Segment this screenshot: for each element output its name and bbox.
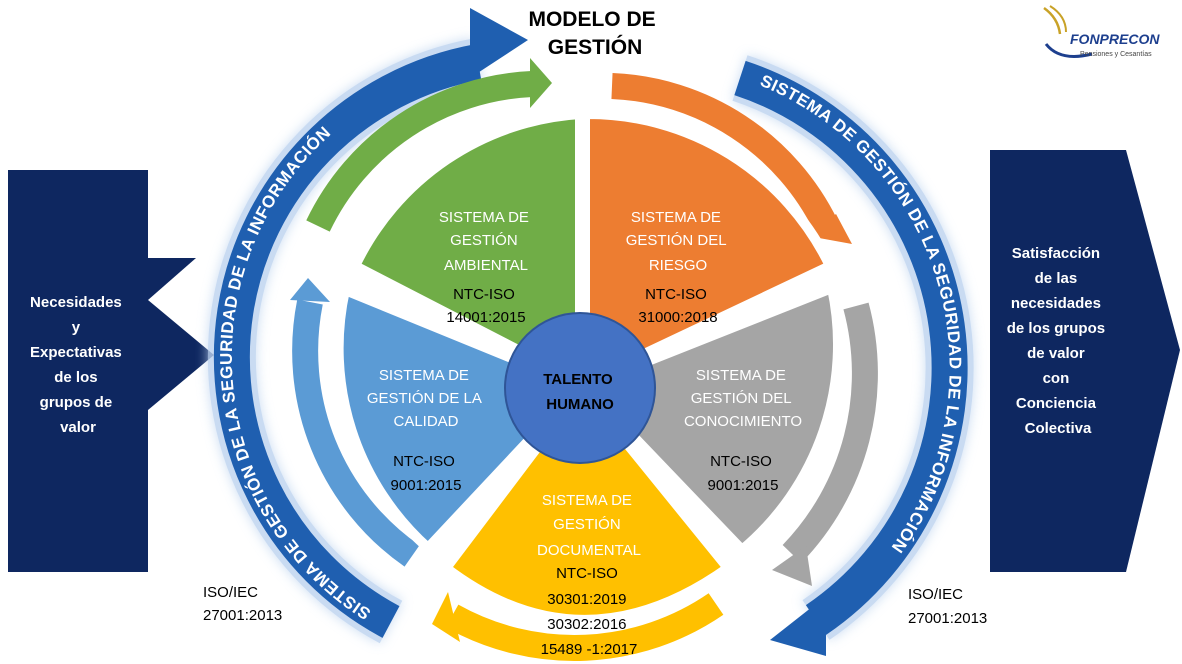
page-title: MODELO DE GESTIÓN bbox=[528, 8, 661, 59]
satisfaction-text: Satisfacción de las necesidades de los g… bbox=[1007, 245, 1110, 437]
talento-humano-center: TALENTO HUMANO bbox=[504, 312, 656, 464]
ambiental-standard: NTC-ISO 14001:2015 bbox=[446, 286, 525, 326]
riesgo-standard: NTC-ISO 31000:2018 bbox=[638, 286, 717, 326]
documental-standard: NTC-ISO 30301:2019 30302:2016 15489 -1:2… bbox=[541, 565, 638, 658]
gray-cycle-arrow bbox=[772, 302, 878, 586]
logo-name: FONPRECON bbox=[1070, 31, 1160, 47]
conocimiento-standard: NTC-ISO 9001:2015 bbox=[708, 453, 779, 494]
green-cycle-arrow bbox=[306, 58, 552, 232]
ambiental-label: SISTEMA DE GESTIÓN AMBIENTAL bbox=[439, 209, 533, 274]
segment-ambiental: SISTEMA DE GESTIÓN AMBIENTAL NTC-ISO 140… bbox=[348, 108, 585, 391]
needs-expectations-box: Necesidades y Expectativas de los grupos… bbox=[8, 170, 214, 572]
segment-documental: SISTEMA DE GESTIÓN DOCUMENTAL NTC-ISO 30… bbox=[439, 379, 736, 658]
fonprecon-logo: FONPRECON Pensiones y Cesantías bbox=[1043, 5, 1160, 58]
lightblue-cycle-arrow bbox=[290, 278, 420, 567]
satisfaction-box: Satisfacción de las necesidades de los g… bbox=[990, 150, 1180, 572]
center-label: TALENTO HUMANO bbox=[543, 371, 617, 413]
segment-calidad: SISTEMA DE GESTIÓN DE LA CALIDAD NTC-ISO… bbox=[333, 283, 589, 555]
gold-cycle-arrow bbox=[432, 592, 724, 661]
documental-label: SISTEMA DE GESTIÓN DOCUMENTAL bbox=[537, 492, 641, 559]
segment-conocimiento: SISTEMA DE GESTIÓN DEL CONOCIMIENTO NTC-… bbox=[576, 281, 843, 557]
needs-text: Necesidades y Expectativas de los grupos… bbox=[30, 294, 126, 436]
calidad-label: SISTEMA DE GESTIÓN DE LA CALIDAD bbox=[367, 367, 485, 430]
fonprecon-swoosh-icon bbox=[1043, 5, 1093, 58]
iso-left-label: ISO/IEC 27001:2013 bbox=[203, 584, 282, 624]
iso-right-label: ISO/IEC 27001:2013 bbox=[908, 586, 987, 627]
left-arc-arrowhead bbox=[470, 8, 528, 78]
logo-subtitle: Pensiones y Cesantías bbox=[1080, 51, 1152, 58]
riesgo-label: SISTEMA DE GESTIÓN DEL RIESGO bbox=[626, 209, 730, 274]
conocimiento-label: SISTEMA DE GESTIÓN DEL CONOCIMIENTO bbox=[684, 367, 802, 430]
right-arc-arrowhead bbox=[770, 596, 826, 656]
calidad-standard: NTC-ISO 9001:2015 bbox=[391, 453, 462, 494]
segment-riesgo: SISTEMA DE GESTIÓN DEL RIESGO NTC-ISO 31… bbox=[580, 108, 837, 390]
